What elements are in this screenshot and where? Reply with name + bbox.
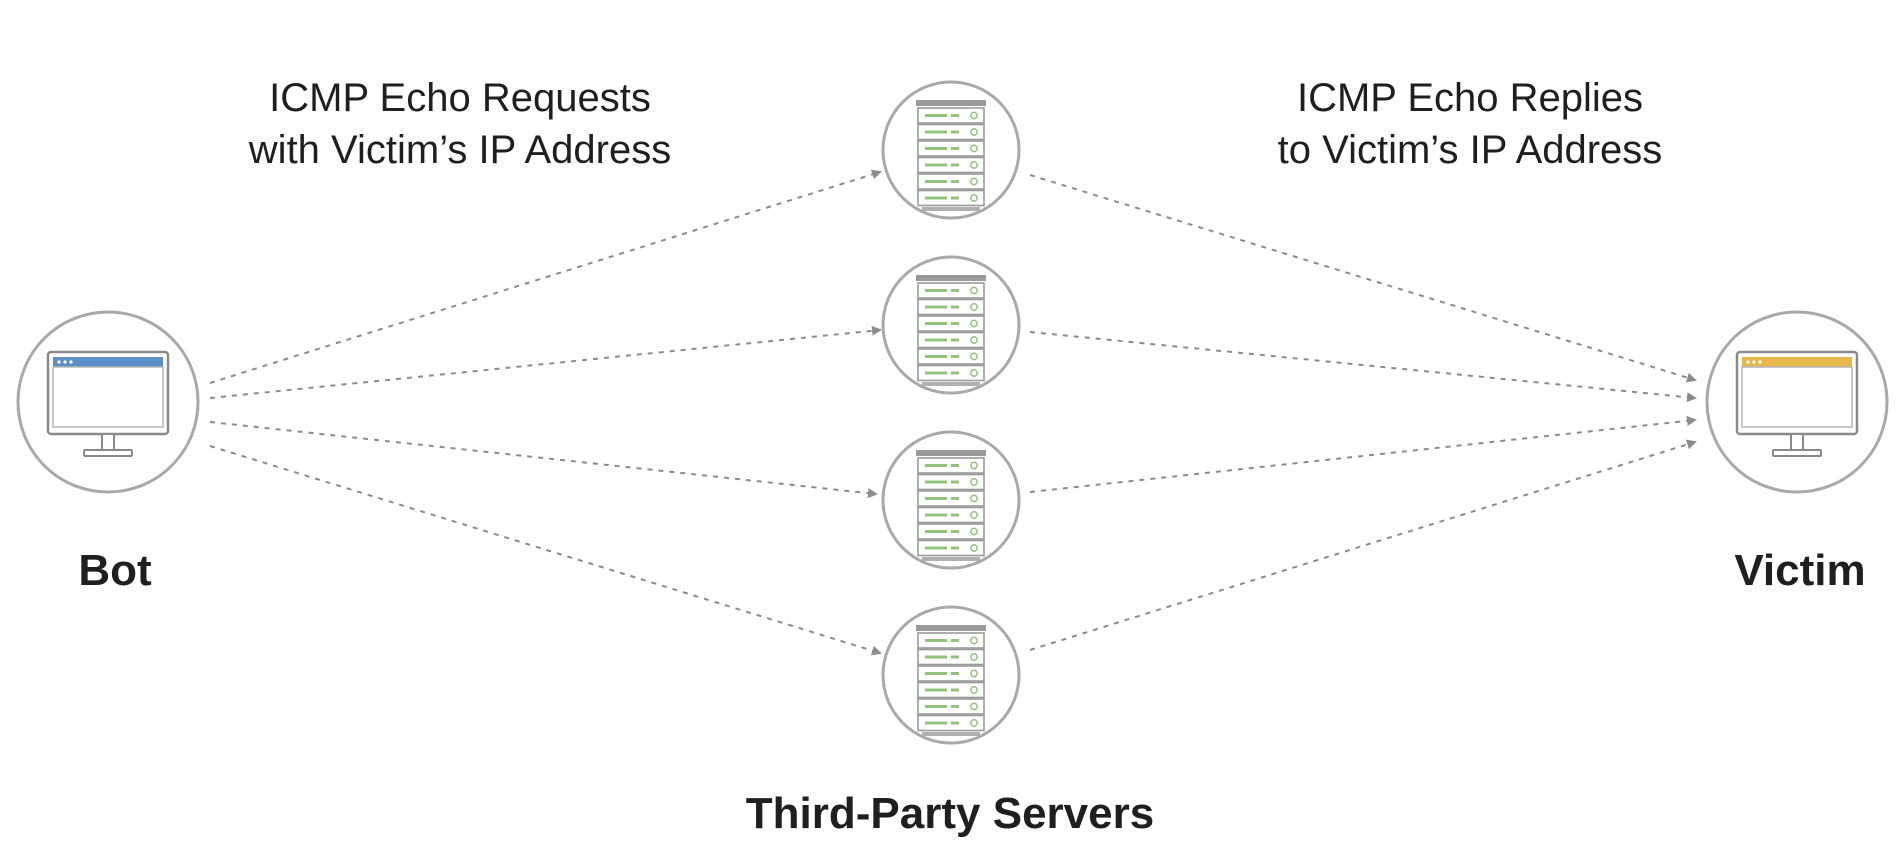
monitor-icon xyxy=(1735,350,1859,457)
reply-arrow xyxy=(1029,439,1697,651)
reply-arrow xyxy=(1029,331,1697,403)
replies-caption-line2: to Victim’s IP Address xyxy=(1277,128,1663,172)
server-rack-icon xyxy=(916,100,986,211)
arrows-layer xyxy=(209,169,1697,656)
monitor-icon xyxy=(46,350,170,457)
requests-caption-line2: with Victim’s IP Address xyxy=(248,128,672,172)
server-rack-icon xyxy=(916,625,986,736)
victim-node xyxy=(1705,310,1889,494)
nodes-layer xyxy=(16,80,1889,745)
server-rack-icon xyxy=(916,450,986,561)
third-party-server xyxy=(881,605,1021,745)
requests-caption: ICMP Echo Requests with Victim’s IP Addr… xyxy=(200,72,720,176)
third-party-server xyxy=(881,80,1021,220)
requests-caption-line1: ICMP Echo Requests xyxy=(269,76,651,120)
request-arrow xyxy=(209,445,882,656)
bot-node xyxy=(16,310,200,494)
third-party-server xyxy=(881,430,1021,570)
bot-label: Bot xyxy=(78,546,152,595)
request-arrow xyxy=(209,325,882,399)
reply-arrow xyxy=(1029,415,1697,493)
victim-label: Victim xyxy=(1734,546,1866,595)
replies-caption: ICMP Echo Replies to Victim’s IP Address xyxy=(1210,72,1730,176)
servers-label: Third-Party Servers xyxy=(745,789,1155,838)
replies-caption-line1: ICMP Echo Replies xyxy=(1296,76,1644,120)
server-rack-icon xyxy=(916,275,986,386)
request-arrow xyxy=(209,169,882,384)
request-arrow xyxy=(209,421,878,499)
third-party-server xyxy=(881,255,1021,395)
reply-arrow xyxy=(1029,174,1697,383)
